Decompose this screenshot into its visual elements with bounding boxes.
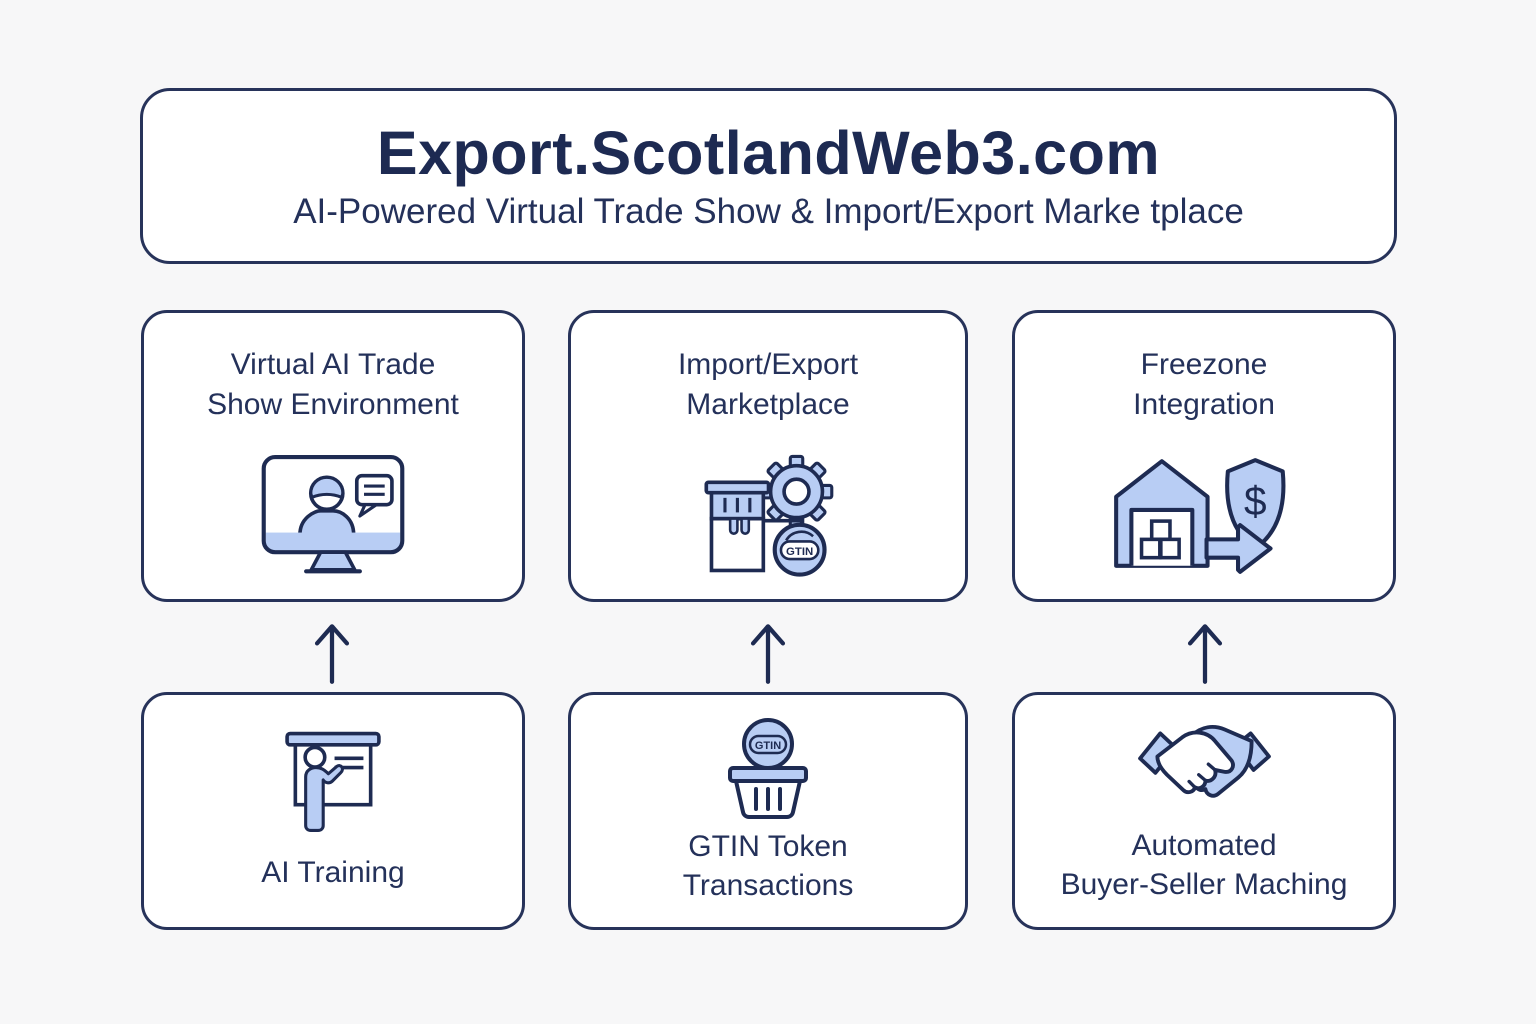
up-arrow-icon xyxy=(750,624,786,684)
handshake-icon xyxy=(1132,718,1277,819)
monitor-presenter-svg xyxy=(261,455,405,574)
trainer-presentation-icon xyxy=(284,730,382,834)
page-subtitle: AI-Powered Virtual Trade Show & Import/E… xyxy=(293,192,1244,231)
card-gtin-token-transactions: GTIN GTIN Token Transactions xyxy=(568,692,968,930)
trainer-presentation-svg xyxy=(285,731,381,833)
storefront-gear-svg: GTIN xyxy=(704,454,834,577)
up-arrow-icon xyxy=(1187,624,1223,684)
storefront-gear-gtin-icon: GTIN xyxy=(698,431,838,599)
card-label: AI Training xyxy=(261,856,405,889)
shield-dollar-text: $ xyxy=(1244,478,1267,524)
card-import-export-marketplace: Import/Export Marketplace xyxy=(568,310,968,602)
card-label: Automated Buyer-Seller Maching xyxy=(1060,829,1348,901)
warehouse-arrow-shield-icon: $ xyxy=(1110,431,1298,599)
gtin-basket-svg: GTIN xyxy=(728,717,808,819)
card-virtual-trade-show: Virtual AI Trade Show Environment xyxy=(141,310,525,602)
card-label: GTIN Token Transactions xyxy=(682,830,854,903)
card-title: Virtual AI Trade Show Environment xyxy=(207,348,459,421)
card-title: Import/Export Marketplace xyxy=(677,348,859,421)
card-buyer-seller-matching: Automated Buyer-Seller Maching xyxy=(1012,692,1396,930)
header-box: Export.ScotlandWeb3.com AI-Powered Virtu… xyxy=(140,88,1397,264)
card-freezone-integration: Freezone Integration $ xyxy=(1012,310,1396,602)
warehouse-shield-svg: $ xyxy=(1114,458,1286,574)
gtin-coin-text: GTIN xyxy=(755,740,781,752)
page-title: Export.ScotlandWeb3.com xyxy=(376,119,1161,187)
up-arrow-icon xyxy=(314,624,350,684)
virtual-trade-show-monitor-icon xyxy=(259,431,407,599)
card-title: Freezone Integration xyxy=(1133,348,1275,421)
card-ai-training: AI Training xyxy=(141,692,525,930)
handshake-svg xyxy=(1137,725,1271,798)
gtin-badge-text: GTIN xyxy=(786,545,813,557)
gtin-coin-basket-icon: GTIN xyxy=(718,717,818,822)
